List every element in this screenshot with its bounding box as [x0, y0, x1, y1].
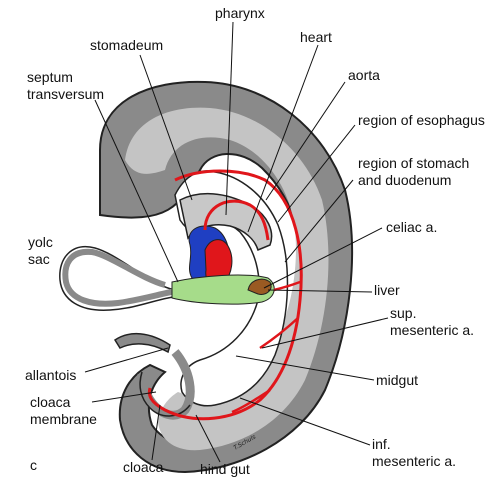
- celiac-artery: [273, 280, 301, 292]
- label-pharynx: pharynx: [215, 5, 265, 21]
- label-stomach-1: region of stomach: [358, 155, 469, 171]
- aortic-arch: [203, 199, 270, 241]
- label-yolk-1: yolc: [28, 234, 53, 250]
- label-septum-2: transversum: [27, 86, 104, 102]
- label-panel: c: [30, 457, 37, 473]
- label-yolk-2: sac: [28, 251, 50, 267]
- cloaca-outline: [139, 371, 191, 417]
- label-stomadeum: stomadeum: [90, 37, 163, 53]
- label-celiac: celiac a.: [386, 219, 437, 235]
- label-aorta: aorta: [348, 67, 380, 83]
- label-allantois: allantois: [25, 367, 76, 383]
- label-stomach-2: and duodenum: [358, 172, 451, 188]
- yolk-sac-stalk: [62, 248, 177, 307]
- dorsal-aorta: [147, 169, 303, 421]
- label-septum-1: septum: [27, 69, 73, 85]
- label-liver: liver: [374, 282, 400, 298]
- label-inf-2: mesenteric a.: [372, 453, 456, 469]
- label-sup-1: sup.: [390, 305, 416, 321]
- label-esophagus: region of esophagus: [358, 112, 485, 128]
- label-sup-2: mesenteric a.: [390, 322, 474, 338]
- allantois: [113, 333, 171, 354]
- label-cloaca: cloaca: [123, 459, 164, 475]
- label-cloaca-membrane-2: membrane: [30, 411, 97, 427]
- inf-mesenteric-artery: [231, 388, 271, 414]
- liver-bud: [247, 278, 272, 295]
- body-wall-inner-band: [125, 107, 329, 451]
- label-midgut: midgut: [376, 372, 418, 388]
- hindgut-tube: [137, 349, 195, 420]
- label-hindgut: hind gut: [200, 461, 250, 477]
- leader-lines: [84, 21, 389, 463]
- label-heart: heart: [300, 29, 332, 45]
- label-cloaca-membrane-1: cloaca: [30, 394, 71, 410]
- label-inf-1: inf.: [372, 436, 391, 452]
- sup-mesenteric-artery: [259, 317, 299, 350]
- liver: [171, 274, 275, 305]
